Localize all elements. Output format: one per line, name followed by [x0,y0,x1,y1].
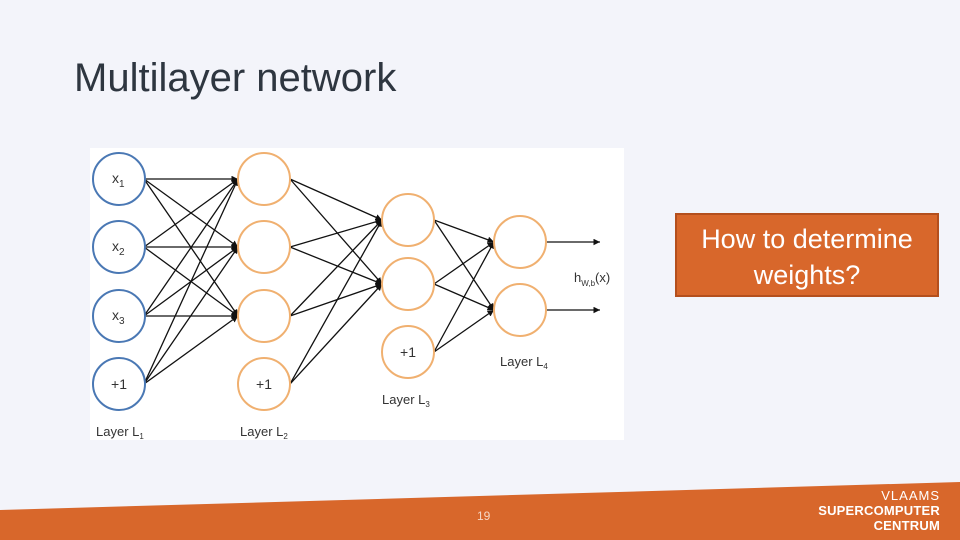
connections-layer3-layer4 [433,219,495,353]
layer4-nodes [493,215,547,337]
connections-layer1-layer2 [143,175,239,385]
layer2-nodes [237,152,291,411]
output-label: hW,b(x) [574,270,610,288]
slide-title: Multilayer network [74,56,397,100]
layer1-nodes [92,152,146,411]
output-node [493,283,547,337]
footer-band-shape [0,482,960,540]
layer-label-3: Layer L3 [382,392,430,409]
connections-layer2-layer3 [289,178,383,385]
hidden-node [237,220,291,274]
layer-label-4: Layer L4 [500,354,548,371]
layer3-nodes [381,193,435,379]
logo-line-2: SUPERCOMPUTER [818,503,940,518]
bias-label-layer3: +1 [400,344,416,360]
callout-box: How to determine weights? [675,213,939,297]
input-node-x2 [92,220,146,274]
layer-label-1: Layer L1 [96,424,144,440]
hidden-node [381,257,435,311]
logo-line-1: VLAAMS [881,488,940,503]
neural-network-diagram: x1 x2 x3 +1 +1 +1 hW,b(x) Layer L1 Layer… [90,148,624,440]
callout-line-1: How to determine [701,224,913,254]
vsc-logo: VLAAMS SUPERCOMPUTER CENTRUM [800,488,940,533]
logo-line-3: CENTRUM [873,518,940,533]
layer-label-2: Layer L2 [240,424,288,440]
input-node-x3 [92,289,146,343]
footer-band [0,482,960,540]
output-node [493,215,547,269]
input-label-x3: x3 [112,307,125,327]
hidden-node [237,289,291,343]
hidden-node [237,152,291,206]
bias-label-layer1: +1 [111,376,127,392]
page-number: 19 [477,509,491,523]
hidden-node [381,193,435,247]
input-node-x1 [92,152,146,206]
output-arrows [546,238,600,314]
bias-node-layer1 [92,357,146,411]
input-label-x1: x1 [112,170,125,190]
bias-node-layer3 [381,325,435,379]
callout-line-2: weights? [753,260,861,290]
input-label-x2: x2 [112,238,125,258]
bias-label-layer2: +1 [256,376,272,392]
bias-node-layer2 [237,357,291,411]
